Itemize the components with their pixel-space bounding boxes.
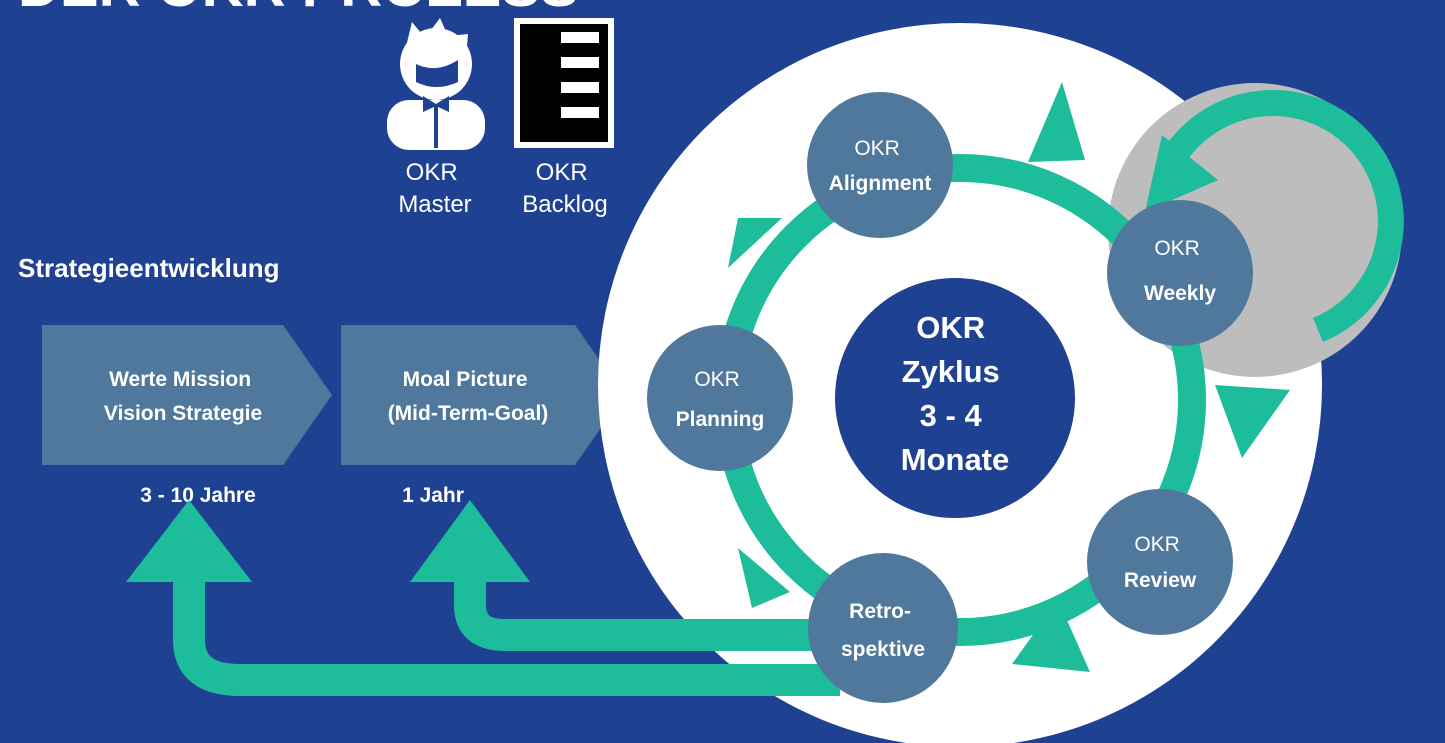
strategy-step-vision-label: Werte Mission Vision Strategie	[104, 368, 262, 425]
okr-backlog-label: OKR Backlog	[522, 159, 607, 218]
node-review-label: OKR Review	[1124, 533, 1197, 592]
okr-master-label: OKR Master	[398, 159, 471, 218]
weekly-loop-arrowhead	[1145, 135, 1218, 212]
node-planning	[647, 325, 793, 471]
feedback-arrow-to-moal	[454, 580, 840, 651]
strategy-step-moal	[341, 325, 624, 465]
strategy-step-moal-label: Moal Picture (Mid-Term-Goal)	[388, 368, 549, 425]
cycle-arrowhead-upper-left	[728, 218, 782, 268]
node-retro-label: Retro- spektive	[841, 600, 925, 661]
node-planning-label: OKR Planning	[676, 368, 765, 431]
cycle-arrowhead-lower-left	[738, 548, 790, 608]
backlog-icon	[514, 18, 614, 148]
strategy-heading: Strategieentwicklung	[18, 253, 280, 283]
node-alignment	[807, 92, 953, 238]
strategy-step-vision	[42, 325, 332, 465]
cycle-arrowhead-top	[1028, 82, 1085, 162]
strategy-step-vision-horizon: 3 - 10 Jahre	[140, 484, 256, 507]
cycle-arrowhead-right	[1215, 385, 1290, 458]
cycle-center-label: OKR Zyklus 3 - 4 Monate	[901, 310, 1010, 477]
node-review	[1087, 489, 1233, 635]
strategy-step-moal-horizon: 1 Jahr	[402, 484, 464, 507]
weekly-loop-arrow	[1164, 90, 1404, 343]
feedback-arrowhead-moal	[410, 500, 530, 582]
page-title: DER OKR PROZESS	[18, 0, 579, 19]
feedback-arrowhead-vision	[126, 500, 252, 582]
feedback-arrow-to-vision	[173, 580, 840, 696]
cycle-center	[835, 278, 1075, 518]
person-icon	[387, 18, 485, 150]
cycle-arrowhead-bottom	[1012, 600, 1090, 672]
node-alignment-label: OKR Alignment	[829, 137, 932, 195]
node-weekly-label: OKR Weekly	[1144, 237, 1216, 305]
node-retro	[808, 553, 958, 703]
node-weekly	[1107, 200, 1253, 346]
